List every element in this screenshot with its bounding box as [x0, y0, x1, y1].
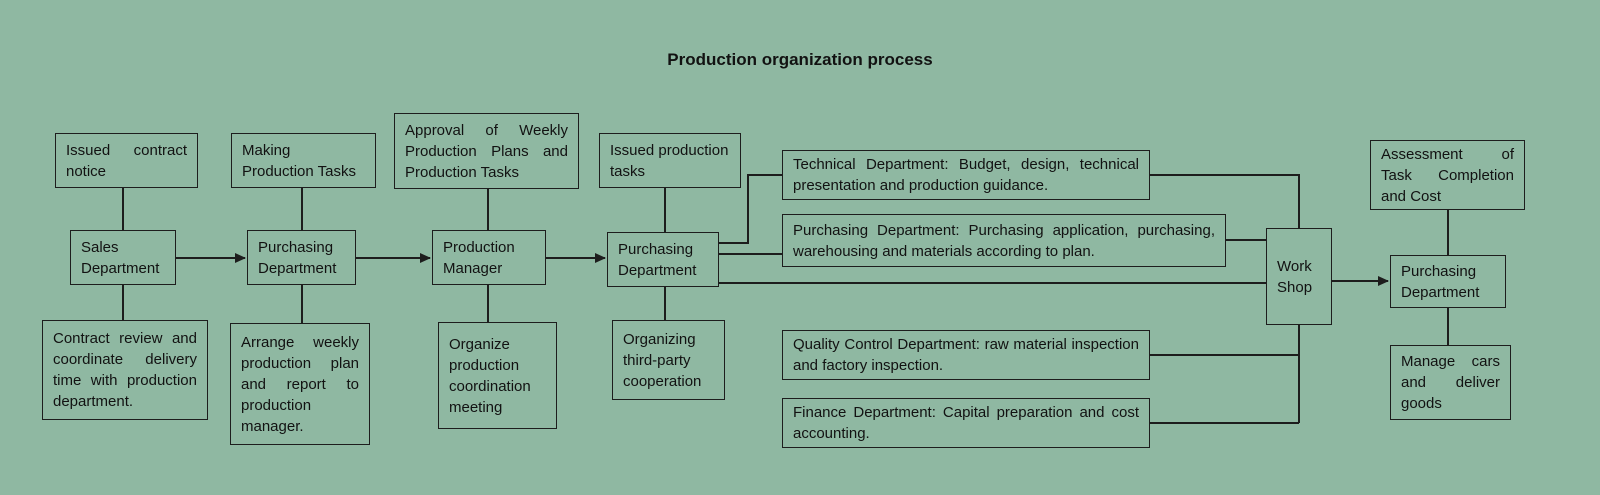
connector-technical-to-work-shop: [1150, 174, 1300, 228]
node-purchasing-department-1: Purchasing Department: [247, 230, 356, 285]
node-making-production-tasks-text: Making Production Tasks: [242, 141, 356, 180]
node-making-production-tasks: Making Production Tasks: [231, 133, 376, 188]
node-quality-control-department: Quality Control Department: raw material…: [782, 330, 1150, 380]
node-purchasing-department-3: Purchasing Department: [1390, 255, 1506, 308]
node-issued-contract-notice: Issued contract notice: [55, 133, 198, 188]
node-manage-cars: Manage cars and deliver goods: [1390, 345, 1511, 420]
node-purchasing-department-detail: Purchasing Department: Purchasing applic…: [782, 214, 1226, 267]
node-work-shop: Work Shop: [1266, 228, 1332, 325]
node-purchasing-department-2-text: Purchasing Department: [618, 240, 697, 279]
node-quality-control-department-text: Quality Control Department: raw material…: [793, 336, 1139, 374]
node-technical-department-text: Technical Department: Budget, design, te…: [793, 156, 1139, 194]
node-organize-coordination-meeting: Organize production coordination meeting: [438, 322, 557, 429]
node-contract-review: Contract review and coordinate delivery …: [42, 320, 208, 420]
node-sales-department-text: Sales Department: [81, 238, 160, 277]
node-purchasing-department-detail-text: Purchasing Department: Purchasing applic…: [793, 221, 1215, 260]
node-assessment-task-completion: Assessment of Task Completion and Cost: [1370, 140, 1525, 210]
node-purchasing-department-3-text: Purchasing Department: [1401, 262, 1480, 301]
node-finance-department: Finance Department: Capital preparation …: [782, 398, 1150, 448]
node-manage-cars-text: Manage cars and deliver goods: [1401, 353, 1500, 412]
node-contract-review-text: Contract review and coordinate delivery …: [53, 330, 197, 410]
node-purchasing-department-1-text: Purchasing Department: [258, 238, 337, 277]
node-production-manager-text: Production Manager: [443, 238, 515, 277]
node-finance-department-text: Finance Department: Capital preparation …: [793, 404, 1139, 442]
node-issued-production-tasks: Issued production tasks: [599, 133, 741, 188]
node-approval-weekly-plans: Approval of Weekly Production Plans and …: [394, 113, 579, 189]
node-arrange-weekly-plan-text: Arrange weekly production plan and repor…: [241, 333, 359, 435]
connector-purchasing2-to-technical: [719, 174, 782, 244]
node-purchasing-department-2: Purchasing Department: [607, 232, 719, 287]
node-assessment-task-completion-text: Assessment of Task Completion and Cost: [1381, 145, 1514, 205]
node-production-manager: Production Manager: [432, 230, 546, 285]
node-approval-weekly-plans-text: Approval of Weekly Production Plans and …: [405, 121, 568, 181]
node-technical-department: Technical Department: Budget, design, te…: [782, 150, 1150, 200]
node-issued-production-tasks-text: Issued production tasks: [610, 141, 729, 180]
node-organizing-third-party: Organizing third-party cooperation: [612, 320, 725, 400]
node-arrange-weekly-plan: Arrange weekly production plan and repor…: [230, 323, 370, 445]
node-sales-department: Sales Department: [70, 230, 176, 285]
diagram-title: Production organization process: [667, 50, 933, 69]
node-organizing-third-party-text: Organizing third-party cooperation: [623, 330, 702, 390]
node-issued-contract-notice-text: Issued contract notice: [66, 141, 187, 180]
node-work-shop-text: Work Shop: [1277, 257, 1313, 296]
node-organize-coordination-meeting-text: Organize production coordination meeting: [449, 335, 531, 416]
